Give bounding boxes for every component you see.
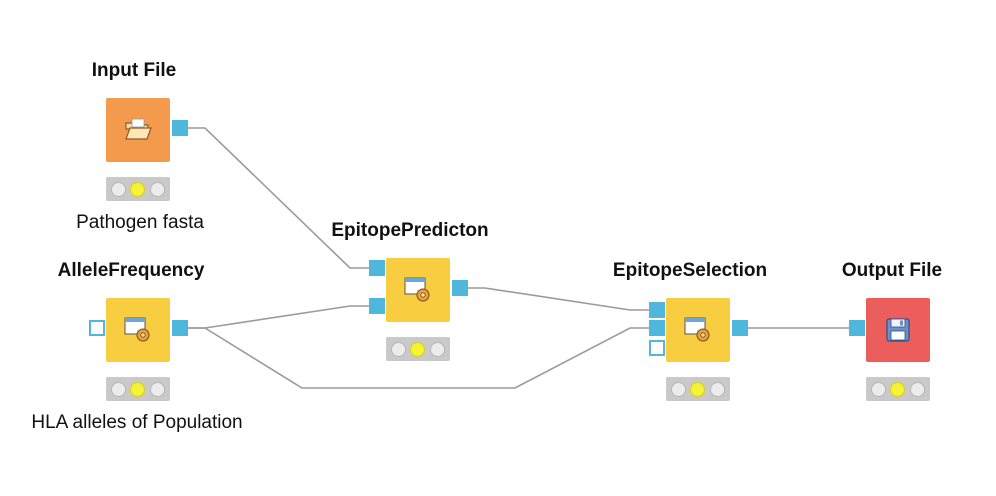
status-lights-allele-frequency [106,377,170,401]
edge-allelefrequency-to-epitopeselection[interactable] [187,327,650,389]
edge-allelefrequency-to-epitopeprediction[interactable] [187,305,370,329]
node-title-epitope-prediction: EpitopePredicton [331,220,489,241]
input-port-output-file[interactable] [849,320,865,336]
node-title-output-file: Output File [841,260,943,281]
status-light-green [709,381,725,397]
input-port-3-epitope-selection[interactable] [649,340,665,356]
status-light-red [111,181,127,197]
status-light-green [149,381,165,397]
status-lights-input-file [106,177,170,201]
node-title-epitope-selection: EpitopeSelection [612,260,768,281]
edge-epitopeprediction-to-epitopeselection[interactable] [467,287,650,311]
node-box-input-file[interactable] [106,98,170,162]
output-port-epitope-selection[interactable] [732,320,748,336]
node-box-output-file[interactable] [866,298,930,362]
folder-open-icon [125,118,152,140]
gear-window-icon [404,277,430,302]
gear-window-icon [684,317,710,342]
status-lights-epitope-selection [666,377,730,401]
node-title-input-file: Input File [91,60,177,81]
status-light-green [429,341,445,357]
input-port-2-epitope-selection[interactable] [649,320,665,336]
edge-inputfile-to-epitopeprediction[interactable] [187,127,370,269]
node-caption-allele-frequency: HLA alleles of Population [31,412,243,433]
status-light-yellow [130,381,146,397]
status-light-green [149,181,165,197]
status-lights-output-file [866,377,930,401]
status-light-yellow [690,381,706,397]
input-port-2-epitope-prediction[interactable] [369,298,385,314]
node-title-allele-frequency: AlleleFrequency [57,260,205,281]
status-light-red [671,381,687,397]
floppy-disk-icon [886,318,910,342]
output-port-allele-frequency[interactable] [172,320,188,336]
status-light-yellow [410,341,426,357]
node-box-epitope-selection[interactable] [666,298,730,362]
output-port-epitope-prediction[interactable] [452,280,468,296]
status-light-yellow [130,181,146,197]
status-light-red [391,341,407,357]
node-caption-input-file: Pathogen fasta [76,212,204,233]
status-light-red [111,381,127,397]
status-light-green [909,381,925,397]
status-light-yellow [890,381,906,397]
input-port-1-epitope-selection[interactable] [649,302,665,318]
gear-window-icon [124,317,150,342]
input-port-1-epitope-prediction[interactable] [369,260,385,276]
node-box-allele-frequency[interactable] [106,298,170,362]
output-port-input-file[interactable] [172,120,188,136]
status-lights-epitope-prediction [386,337,450,361]
node-box-epitope-prediction[interactable] [386,258,450,322]
status-light-red [871,381,887,397]
input-port-allele-frequency[interactable] [89,320,105,336]
